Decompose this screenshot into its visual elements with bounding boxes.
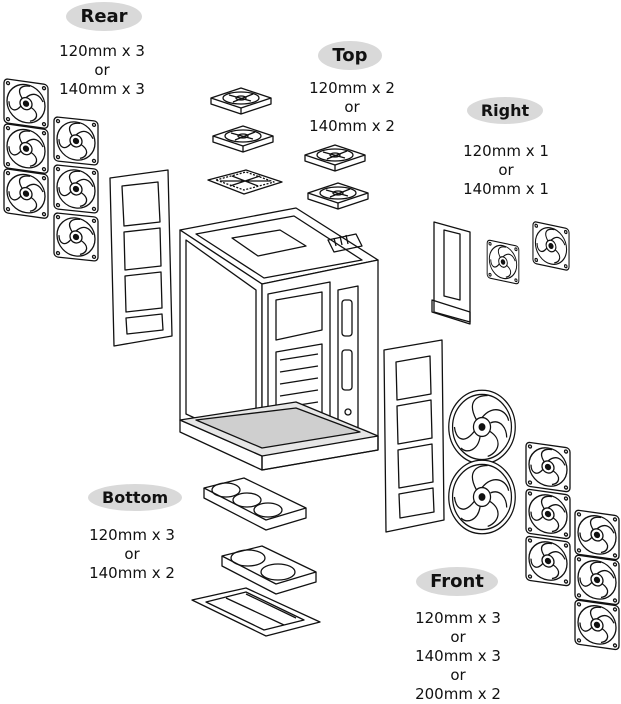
rear-label: Rear <box>58 2 150 31</box>
pc-case <box>179 207 379 471</box>
bottom-spec-line: or <box>124 545 140 563</box>
front-title: Front <box>416 567 498 596</box>
right-spec-line: 120mm x 1 <box>463 142 549 160</box>
right-label: Right <box>462 97 548 124</box>
bottom-filter <box>191 587 321 637</box>
front-fans <box>525 441 620 651</box>
front-spec-line: 200mm x 2 <box>415 685 501 703</box>
front-200mm-fans <box>448 389 516 535</box>
bottom-title: Bottom <box>88 484 183 511</box>
rear-bracket <box>109 169 173 347</box>
rear-title: Rear <box>66 2 142 31</box>
right-title: Right <box>466 97 544 124</box>
top-spec-line: 140mm x 2 <box>309 117 395 135</box>
front-spec-line: or <box>450 628 466 646</box>
rear-spec: 120mm x 3 or 140mm x 3 <box>52 42 152 99</box>
bottom-spec-line: 140mm x 2 <box>89 564 175 582</box>
front-label: Front <box>414 567 500 596</box>
right-spec-line: or <box>498 161 514 179</box>
top-filter <box>207 169 283 195</box>
top-spec: 120mm x 2 or 140mm x 2 <box>302 79 402 136</box>
right-spec: 120mm x 1 or 140mm x 1 <box>456 142 556 199</box>
bottom-fans <box>203 477 317 595</box>
top-spec-line: 120mm x 2 <box>309 79 395 97</box>
bottom-spec: 120mm x 3 or 140mm x 2 <box>82 526 182 583</box>
rear-spec-line: 140mm x 3 <box>59 80 145 98</box>
bottom-spec-line: 120mm x 3 <box>89 526 175 544</box>
right-spec-line: 140mm x 1 <box>463 180 549 198</box>
top-title: Top <box>318 41 382 70</box>
right-fans <box>431 220 570 325</box>
front-spec: 120mm x 3 or 140mm x 3 or 200mm x 2 <box>408 609 508 704</box>
rear-fans <box>3 77 99 262</box>
rear-spec-line: or <box>94 61 110 79</box>
front-spec-line: 120mm x 3 <box>415 609 501 627</box>
front-bracket <box>383 339 445 533</box>
rear-spec-line: 120mm x 3 <box>59 42 145 60</box>
top-label: Top <box>312 41 388 70</box>
front-spec-line: or <box>450 666 466 684</box>
bottom-label: Bottom <box>88 484 183 511</box>
top-spec-line: or <box>344 98 360 116</box>
front-spec-line: 140mm x 3 <box>415 647 501 665</box>
